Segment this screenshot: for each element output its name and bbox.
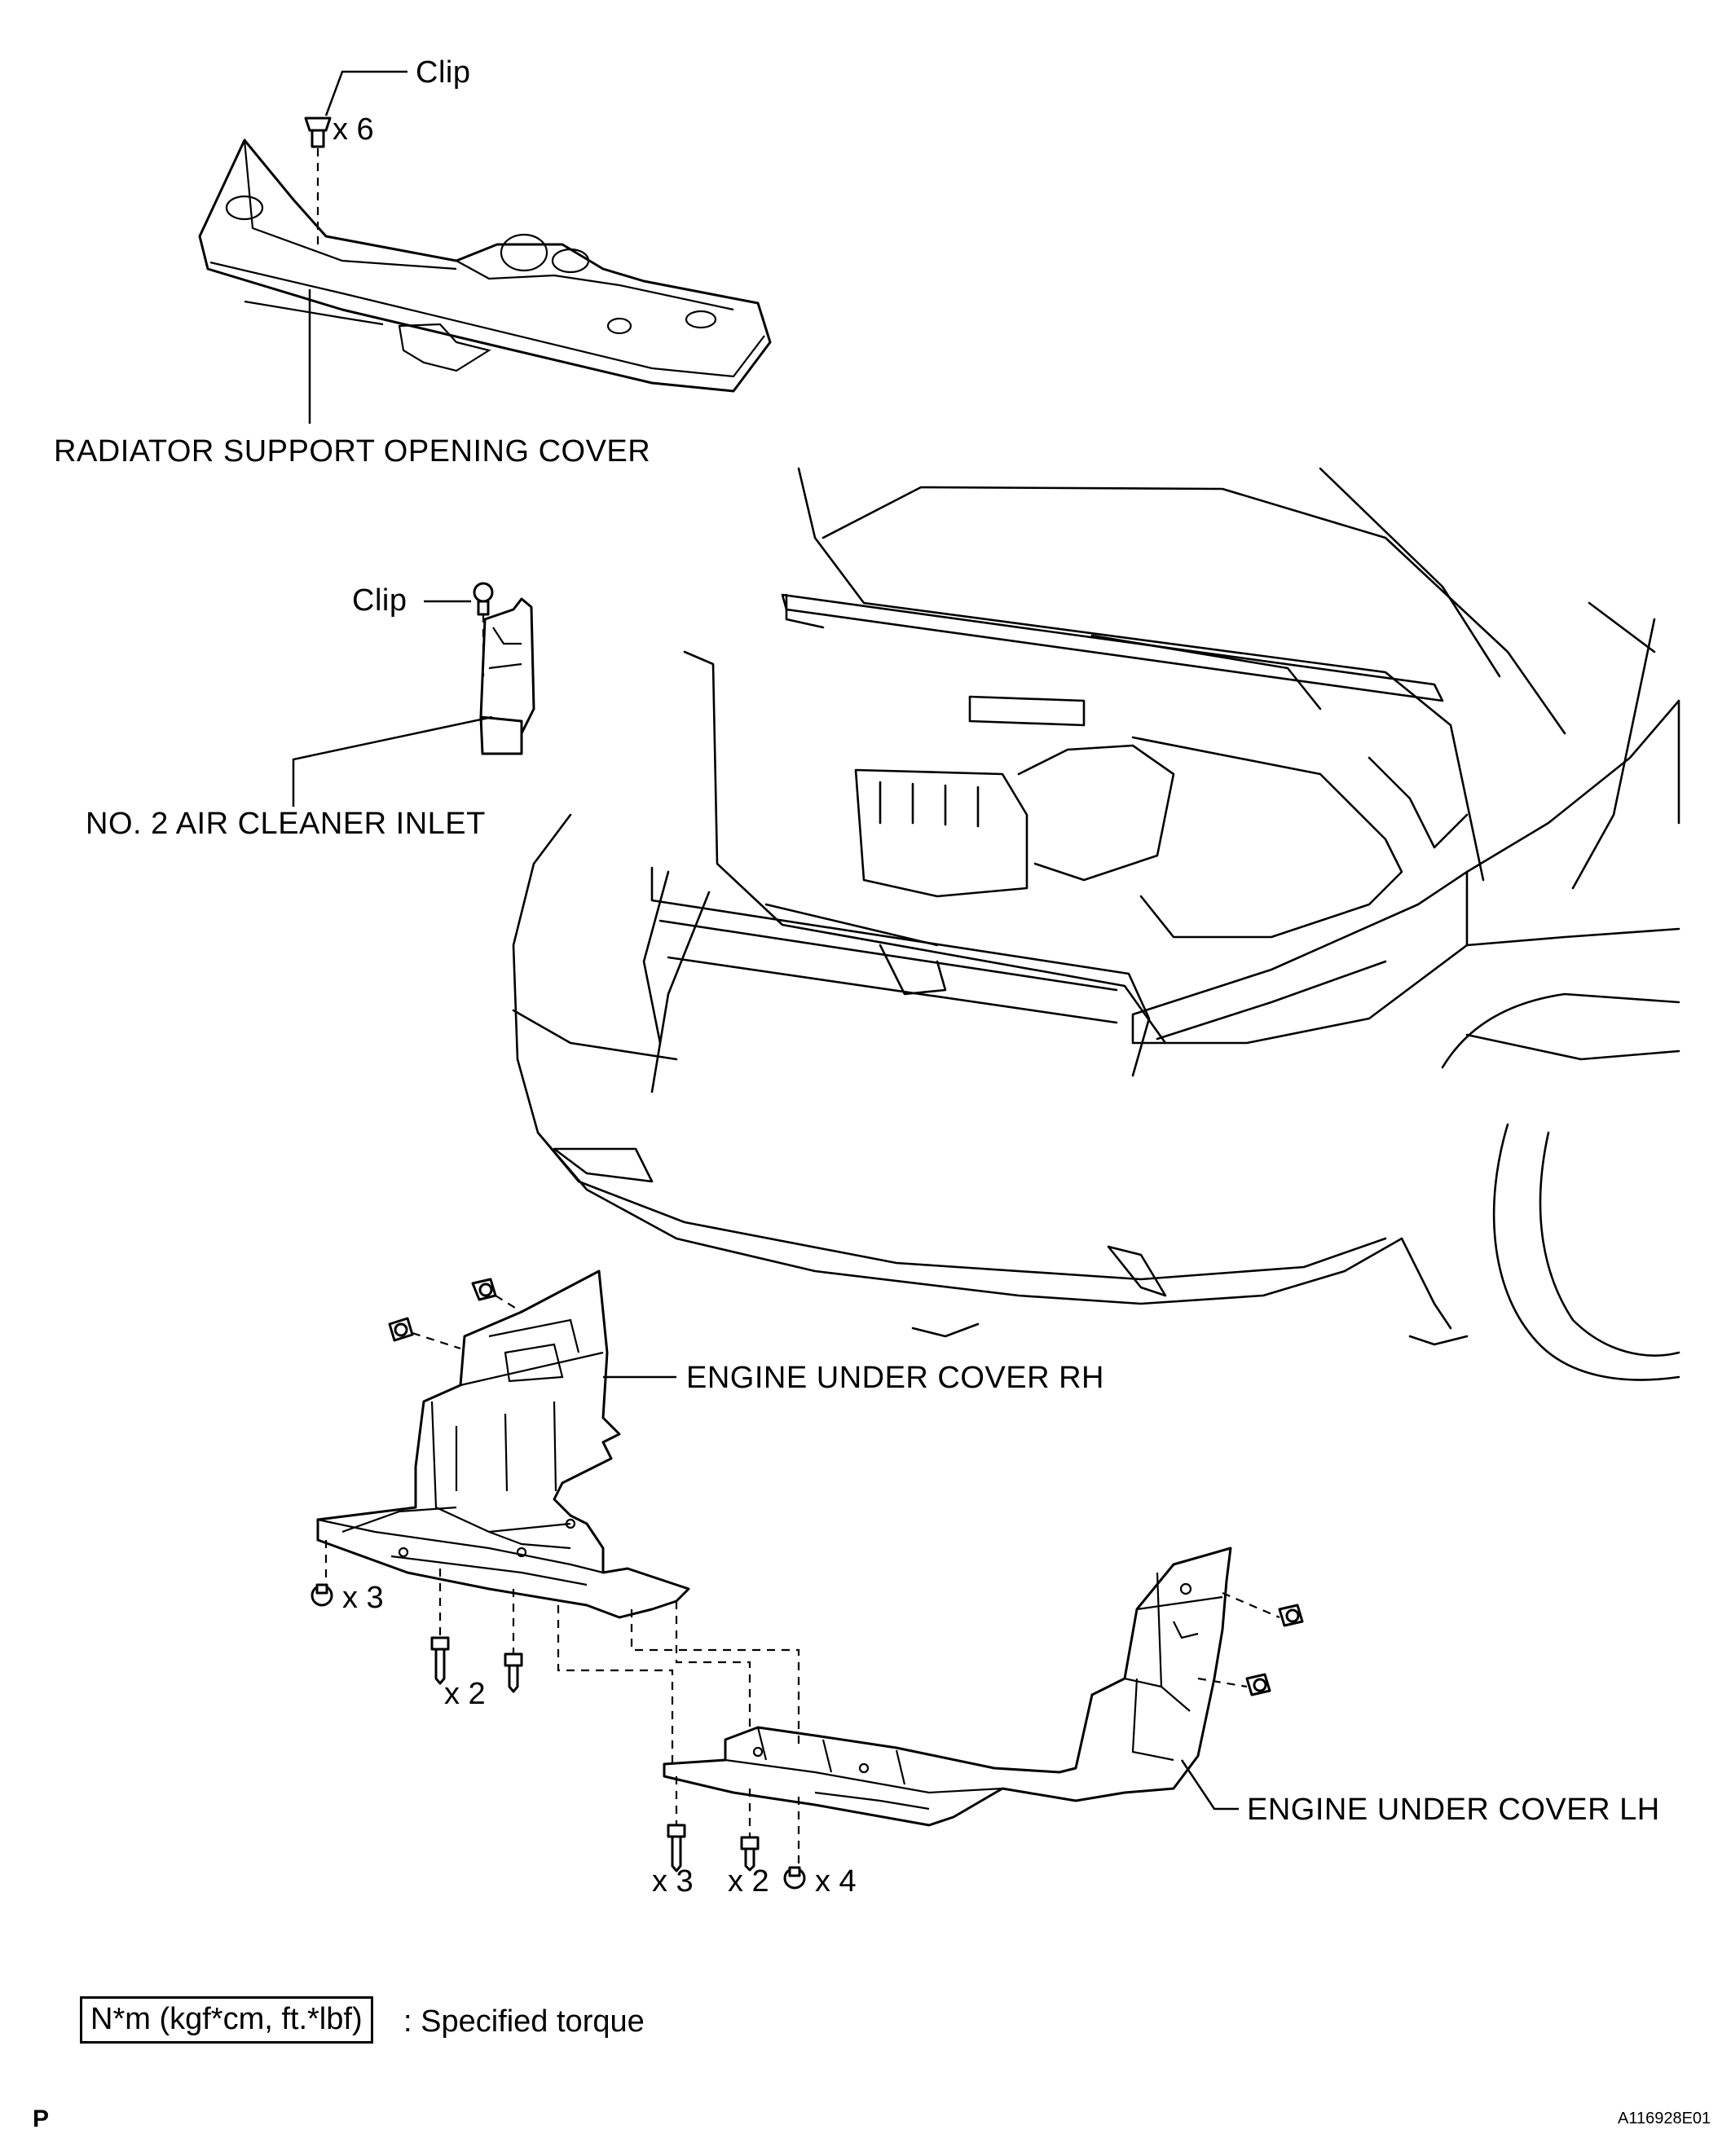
lh-bolt-quantity-2: x 2 xyxy=(728,1864,769,1899)
air-cleaner-inlet-label: NO. 2 AIR CLEANER INLET xyxy=(86,807,486,841)
clip-icon-lh-x4 xyxy=(783,1866,806,1890)
radiator-support-opening-cover-drawing xyxy=(198,139,772,393)
air-cleaner-inlet-drawing xyxy=(479,597,535,755)
clip-icon-rh-x3 xyxy=(311,1583,333,1607)
lh-bolt-quantity-3: x 3 xyxy=(652,1864,694,1899)
clip-icon-rh-top xyxy=(471,1278,497,1301)
engine-under-cover-lh-label: ENGINE UNDER COVER LH xyxy=(1247,1793,1660,1827)
clip-label-inlet: Clip xyxy=(352,583,407,618)
rh-clip-quantity: x 3 xyxy=(342,1581,384,1615)
engine-under-cover-lh-drawing xyxy=(663,1547,1232,1827)
bolt-icon-lh xyxy=(667,1824,686,1872)
radiator-support-opening-cover-label: RADIATOR SUPPORT OPENING COVER xyxy=(54,434,651,469)
clip-icon-lh-side xyxy=(1245,1673,1271,1696)
page-marker: P xyxy=(33,2105,50,2132)
clip-quantity-top: x 6 xyxy=(333,112,374,147)
bolt-icon-lh-2 xyxy=(740,1836,760,1872)
torque-legend-box: N*m (kgf*cm, ft.*lbf) xyxy=(80,1996,373,2044)
illustration-code: A116928E01 xyxy=(1618,2110,1711,2127)
clip-icon xyxy=(304,117,332,148)
engine-under-cover-rh-drawing xyxy=(316,1269,690,1619)
clip-icon-rh-side xyxy=(388,1317,414,1342)
bolt-icon-rh-2 xyxy=(504,1652,523,1693)
clip-label-top: Clip xyxy=(416,55,471,90)
clip-icon-lh-top xyxy=(1278,1604,1304,1627)
bolt-icon-rh xyxy=(430,1636,450,1685)
torque-legend-text: : Specified torque xyxy=(403,2004,645,2039)
lh-clip-quantity: x 4 xyxy=(815,1864,857,1899)
clip-icon-inlet xyxy=(473,582,494,616)
engine-under-cover-rh-label: ENGINE UNDER COVER RH xyxy=(686,1361,1104,1395)
rh-bolt-quantity: x 2 xyxy=(444,1677,486,1711)
vehicle-front-drawing xyxy=(512,467,1680,1381)
